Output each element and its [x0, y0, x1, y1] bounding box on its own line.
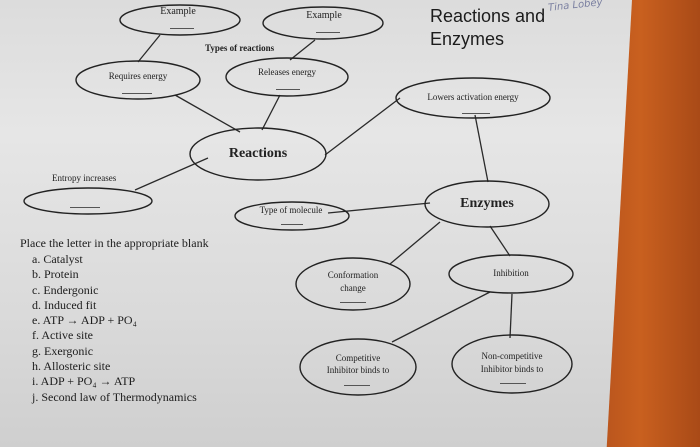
worksheet-title: Reactions and Enzymes [430, 5, 545, 50]
ellipse-competitive [299, 338, 417, 396]
connector-reactions-to-lowers [324, 97, 401, 156]
label-example-right: Example [306, 10, 342, 21]
ellipse-reactions [189, 127, 327, 181]
label-reactions: Reactions [228, 146, 288, 161]
label-conformation-change-2: change [340, 283, 366, 293]
ellipse-releases-energy [225, 57, 349, 97]
connector-releases-to-reactions [261, 94, 281, 131]
blank-example-left [170, 28, 194, 29]
instructions-heading: Place the letter in the appropriate blan… [20, 236, 209, 250]
blank-requires-energy [122, 93, 152, 94]
answer-item-c: c. Endergonic [32, 282, 99, 297]
answer-list: a. Catalyst b. Protein c. Endergonic d. … [20, 252, 209, 405]
label-example-left: Example [160, 6, 196, 17]
connector-example-to-releases [289, 39, 316, 61]
ellipse-inhibition [448, 254, 574, 294]
label-inhibition: Inhibition [493, 268, 529, 278]
label-entropy-increases: Entropy increases [52, 173, 117, 183]
label-conformation-change-1: Conformation [327, 270, 379, 280]
connector-enzymes-to-conformation [389, 221, 441, 265]
connector-inhibition-to-noncompetitive [509, 293, 513, 339]
ellipse-enzymes [424, 180, 550, 228]
blank-conformation [340, 302, 366, 303]
blank-noncompetitive [500, 383, 526, 384]
label-competitive-2: Inhibitor binds to [326, 365, 390, 375]
label-noncompetitive-1: Non-competitive [481, 351, 543, 361]
title-line-1: Reactions and [430, 6, 546, 26]
ellipse-type-of-molecule [234, 201, 350, 231]
label-competitive-1: Competitive [335, 353, 381, 363]
label-noncompetitive-2: Inhibitor binds to [480, 364, 544, 374]
blank-lowers-activation-energy [462, 113, 490, 114]
connector-example-to-requires [137, 34, 161, 63]
connector-lowers-to-enzymes [474, 114, 489, 183]
blank-example-right [316, 32, 340, 33]
label-types-of-reactions: Types of reactions [205, 43, 275, 53]
ellipse-lowers-activation [395, 77, 551, 119]
connector-inhibition-to-competitive [391, 291, 491, 343]
ellipse-example-left [119, 4, 241, 36]
blank-type-of-molecule [281, 224, 303, 225]
label-type-of-molecule: Type of molecule [259, 205, 323, 215]
connector-entropy-to-reactions [134, 157, 209, 191]
answer-item-j: j. Second law of Thermodynamics [32, 389, 197, 404]
answer-item-h: h. Allosteric site [32, 359, 111, 374]
blank-releases-energy [276, 89, 300, 90]
connector-enzymes-to-inhibition [489, 225, 511, 257]
ellipse-requires-energy [75, 60, 201, 100]
ellipse-conformation [295, 257, 411, 311]
worksheet-paper [0, 0, 632, 447]
label-enzymes: Enzymes [460, 196, 514, 211]
answer-item-b: b. Protein [32, 267, 79, 282]
answer-item-a: a. Catalyst [32, 252, 83, 266]
title-line-2: Enzymes [430, 28, 505, 49]
connector-requires-to-reactions [174, 94, 241, 133]
answer-item-e: e. ATP → ADP + PO₄ [32, 313, 137, 328]
answer-item-i: i. ADP + PO₄ → ATP [32, 374, 136, 389]
answer-item-d: d. Induced fit [32, 297, 97, 312]
answer-item-g: g. Exergonic [32, 343, 94, 358]
blank-competitive [344, 385, 370, 386]
label-lowers-activation-energy: Lowers activation energy [427, 92, 519, 102]
connector-molecule-to-enzymes [327, 202, 431, 214]
ellipse-entropy [23, 187, 153, 215]
label-requires-energy: Requires energy [108, 71, 168, 81]
label-releases-energy: Releases energy [257, 67, 317, 77]
answer-item-f: f. Active site [32, 328, 93, 343]
blank-entropy [70, 207, 100, 208]
ellipse-noncompetitive [451, 334, 573, 394]
answer-bank: Place the letter in the appropriate blan… [20, 236, 209, 405]
ellipse-example-right [262, 6, 384, 40]
